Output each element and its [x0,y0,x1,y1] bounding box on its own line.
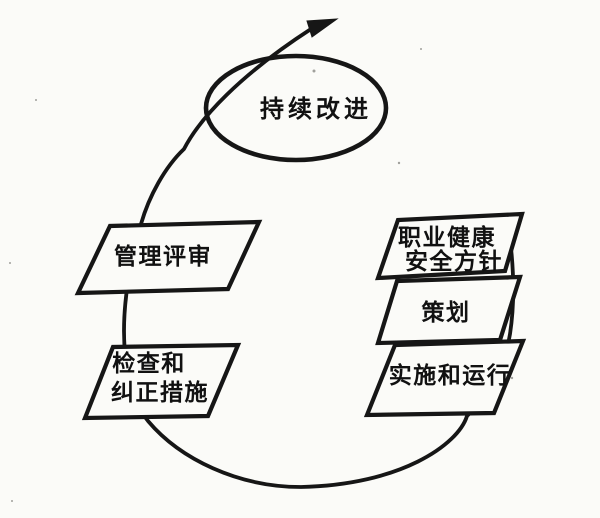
continual-improvement-ellipse [203,53,389,163]
checking-corrective-action-label-line1: 检查和 [112,350,186,376]
continual-improvement-label: 持续改进 [260,95,372,123]
scan-speck [35,99,37,101]
implementation-operation-shape [363,338,527,418]
scan-speck [397,161,401,165]
scan-speck [420,48,422,50]
management-review-label: 管理评审 [114,243,212,269]
ohs-policy-label-line2: 安全方针 [405,248,503,274]
ohs-policy-shape [374,211,525,281]
management-review-shape [74,219,263,296]
scan-speck [510,376,514,380]
checking-corrective-action-label-line2: 纠正措施 [111,379,209,405]
scan-speck [11,500,13,502]
scan-speck [9,262,11,264]
checking-corrective-action-shape [81,342,242,421]
cycle-arrowhead [306,18,339,38]
ohs-policy-label-line1: 职业健康 [398,224,496,250]
scan-speck [312,69,316,73]
implementation-operation-label: 实施和运行 [389,362,512,388]
planning-label: 策划 [422,299,471,325]
